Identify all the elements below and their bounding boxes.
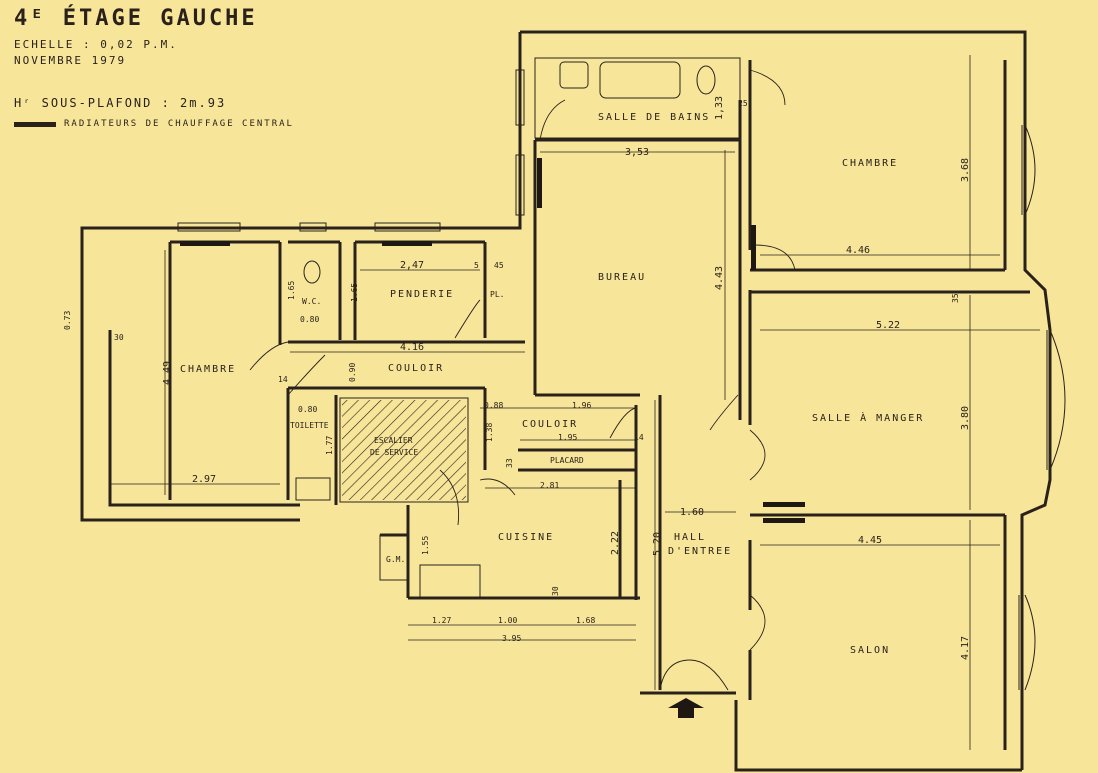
room-label-hall: HALL (674, 532, 706, 543)
dim-label: 1.65 (287, 281, 296, 300)
dim-label: 0.88 (484, 401, 503, 410)
dim-label: 3.68 (960, 158, 971, 182)
dim-label: 0.73 (63, 311, 72, 330)
dim-label: 4.43 (714, 266, 725, 290)
legend: RADIATEURS DE CHAUFFAGE CENTRAL (14, 119, 294, 129)
dim-label: 45 (494, 261, 504, 270)
dim-label: 4.45 (858, 535, 882, 546)
dim-label: 0.80 (300, 315, 319, 324)
room-label-bureau: BUREAU (598, 272, 646, 283)
dim-label: 2.97 (192, 474, 216, 485)
dimension-labels: 3,53 1,33 25 3.68 4.43 4.46 35 5.22 3.80… (63, 96, 971, 660)
room-label-couloir-lower: COULOIR (522, 419, 578, 430)
room-label-chambre-right: CHAMBRE (842, 158, 898, 169)
dim-label: 0.90 (348, 363, 357, 382)
dim-label: 33 (505, 458, 514, 468)
dim-label: 5.22 (876, 320, 900, 331)
plan-date: NOVEMBRE 1979 (14, 54, 127, 67)
dim-label: 4.16 (400, 342, 424, 353)
dim-label: 5 (474, 261, 479, 270)
room-label-de-service: DE SERVICE (370, 448, 418, 457)
dim-label: 0.80 (298, 405, 317, 414)
dim-label: 2.81 (540, 481, 559, 490)
room-label-chambre-left: CHAMBRE (180, 364, 236, 375)
ceiling-height: Hʳ SOUS-PLAFOND : 2m.93 (14, 96, 227, 110)
dim-label: 1.38 (485, 423, 494, 442)
radiator-legend-icon (14, 121, 56, 127)
entrance-arrow-icon (668, 698, 704, 718)
dim-label: 4.46 (846, 245, 870, 256)
dim-label: 3,53 (625, 147, 649, 158)
service-stair-hatch (342, 400, 466, 500)
doors (249, 69, 796, 691)
room-labels: SALLE DE BAINS CHAMBRE BUREAU CHAMBRE W.… (180, 112, 924, 656)
room-label-couloir-upper: COULOIR (388, 363, 444, 374)
dim-label: 4.49 (162, 361, 173, 385)
dim-label: 1,33 (714, 96, 725, 120)
dim-label: 1.55 (421, 536, 430, 555)
room-label-pl: PL. (490, 290, 504, 299)
dim-label: 1.96 (572, 401, 591, 410)
room-label-cuisine: CUISINE (498, 532, 554, 543)
dim-label: 14 (634, 433, 644, 442)
dimension-lines (110, 55, 1040, 750)
dim-label: 5.20 (652, 532, 663, 556)
dim-label: 1.00 (498, 616, 517, 625)
dim-label: 14 (278, 375, 288, 384)
room-label-escalier: ESCALIER (374, 436, 413, 445)
room-label-gm: G.M. (386, 555, 405, 564)
room-label-placard: PLACARD (550, 456, 584, 465)
plan-scale: ECHELLE : 0,02 P.M. (14, 38, 178, 51)
dim-label: 1.68 (576, 616, 595, 625)
legend-label: RADIATEURS DE CHAUFFAGE CENTRAL (64, 119, 294, 129)
room-label-hall-entree: D'ENTREE (668, 546, 732, 557)
dim-label: 1.60 (680, 507, 704, 518)
dim-label: 30 (114, 333, 124, 342)
dim-label: 30 (551, 586, 560, 596)
interior-walls (168, 57, 1030, 750)
radiators (180, 158, 805, 523)
dim-label: 1.95 (558, 433, 577, 442)
windows (177, 69, 1066, 691)
dim-label: 35 (951, 293, 960, 303)
dim-label: 2.22 (610, 531, 621, 555)
dim-label: 25 (738, 99, 748, 108)
plan-title: 4ᴱ ÉTAGE GAUCHE (14, 6, 258, 31)
room-label-wc: W.C. (302, 297, 321, 306)
dim-label: 3.80 (960, 406, 971, 430)
dim-label: 1.65 (350, 283, 359, 302)
room-label-toilette: TOILETTE (290, 421, 329, 430)
room-label-salon: SALON (850, 645, 890, 656)
exterior-walls (80, 30, 1052, 772)
room-label-salle-a-manger: SALLE À MANGER (812, 411, 924, 424)
dim-label: 2,47 (400, 260, 424, 271)
room-label-salle-de-bains: SALLE DE BAINS (598, 112, 710, 123)
dim-label: 1.77 (325, 436, 334, 455)
dim-label: 4.17 (960, 636, 971, 660)
fixtures (295, 61, 716, 501)
dim-label: 1.27 (432, 616, 451, 625)
dim-label: 3.95 (502, 634, 521, 643)
room-label-penderie: PENDERIE (390, 289, 454, 300)
